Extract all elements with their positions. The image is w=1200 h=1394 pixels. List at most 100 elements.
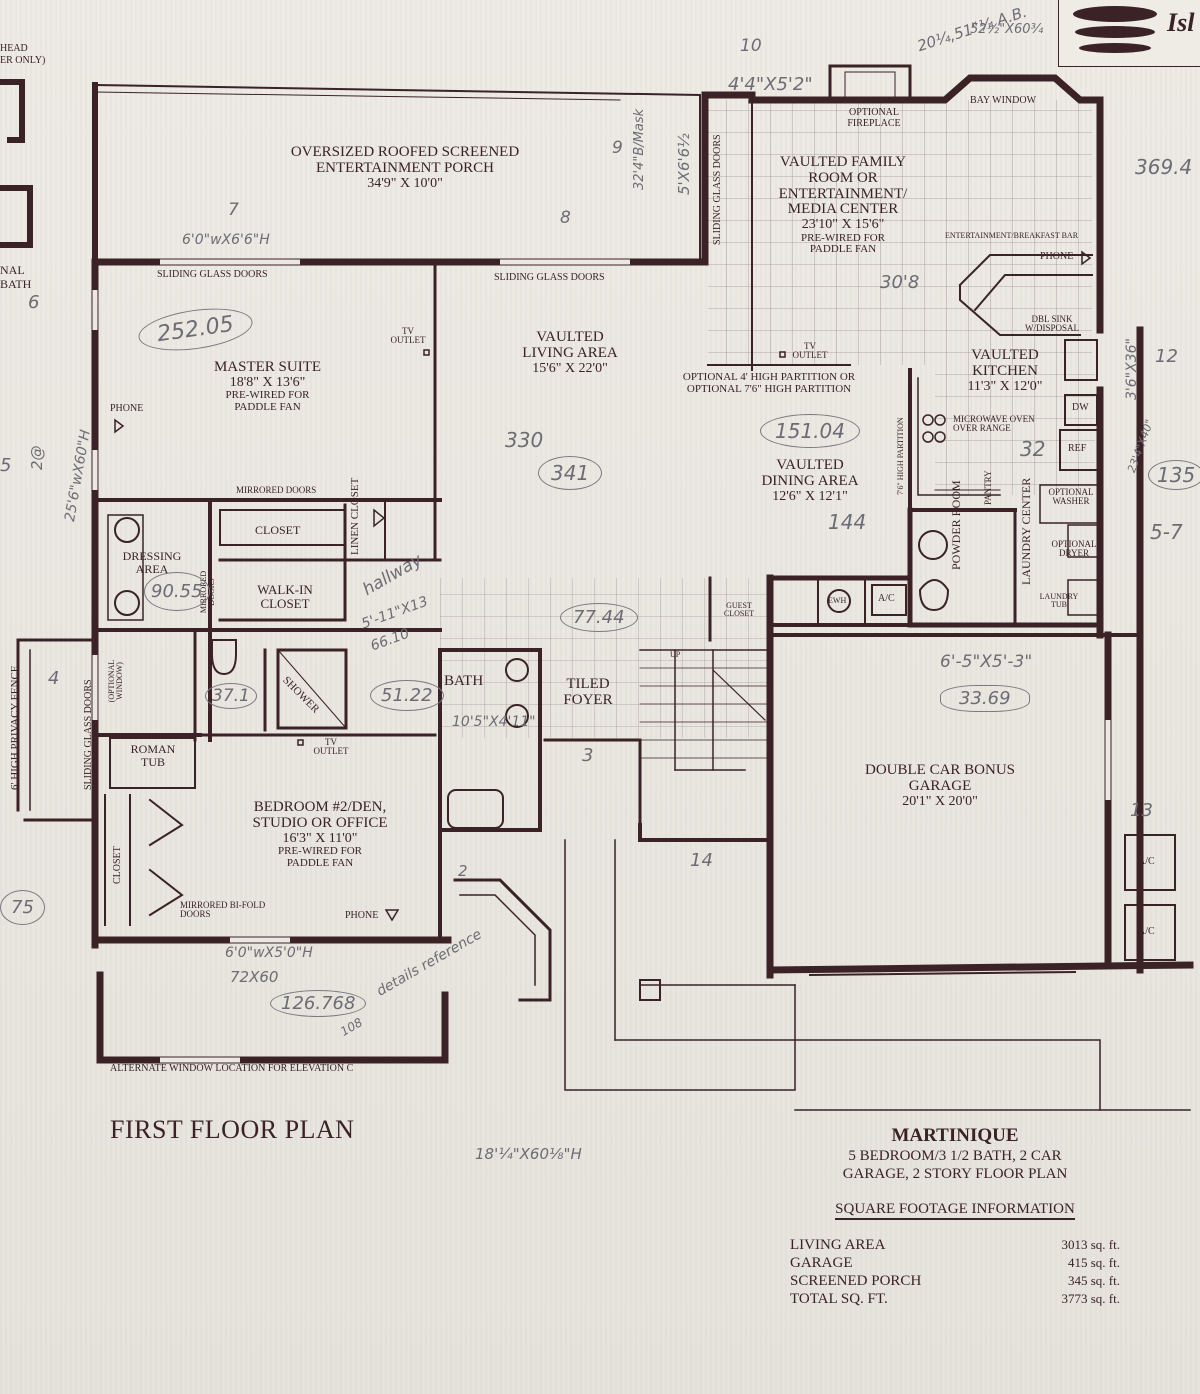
bedroom2-dim: 16'3" X 11'0": [282, 830, 358, 846]
tv-outlet-master: TV OUTLET: [390, 326, 426, 346]
room-family: VAULTED FAMILY ROOM OR ENTERTAINMENT/ ME…: [758, 154, 928, 256]
hand-kitchen-n: 32: [1020, 437, 1046, 461]
sliding-doors-master: SLIDING GLASS DOORS: [157, 269, 268, 280]
family-note: PRE-WIRED FOR PADDLE FAN: [800, 231, 886, 256]
hand-8: 8: [560, 208, 571, 228]
kitchen-dim: 11'3" X 12'0": [967, 378, 1043, 394]
hand-garage-area: 33.69: [940, 685, 1030, 712]
hand-bottom-dim: 18'¼"X60⅛"H: [475, 1145, 582, 1163]
living-dim: 15'6" X 22'0": [532, 360, 608, 376]
hand-family-top-num: 10: [740, 36, 762, 56]
family-room-tile: [752, 100, 1092, 365]
table-row: SCREENED PORCH 345 sq. ft.: [790, 1272, 1120, 1290]
hand-right-57: 5-7: [1150, 520, 1183, 544]
optional-fireplace: OPTIONAL FIREPLACE: [847, 107, 901, 129]
hand-living-1: 330: [505, 428, 544, 452]
room-pantry: PANTRY: [983, 470, 993, 505]
dishwasher: DW: [1072, 402, 1089, 413]
hand-dining-area: 151.04: [760, 414, 860, 448]
optional-window: (OPTIONAL WINDOW): [107, 659, 125, 703]
sq-label: SCREENED PORCH: [790, 1273, 922, 1289]
room-bedroom2: BEDROOM #2/DEN, STUDIO OR OFFICE 16'3" X…: [225, 799, 415, 869]
hand-family-top: 4'4"X5'2": [728, 74, 813, 95]
edge-text-only: ER ONLY): [0, 55, 46, 66]
palm-logo-icon: [1073, 6, 1157, 53]
mirrored-bifold: MIRRORED BI-FOLD DOORS: [180, 900, 266, 920]
room-dining: VAULTED DINING AREA 12'6" X 12'1": [750, 457, 870, 504]
porch-v-tile: [708, 100, 752, 365]
family-dim: 23'10" X 15'6": [801, 217, 885, 232]
hand-4: 4: [48, 668, 60, 689]
model-desc-2: GARAGE, 2 STORY FLOOR PLAN: [842, 1166, 1068, 1182]
porch-dim: 34'9" X 10'0": [367, 175, 443, 191]
porch-name: OVERSIZED ROOFED SCREENED ENTERTAINMENT …: [290, 144, 520, 176]
hand-13: 13: [1130, 800, 1153, 821]
ac-garage-1: A/C: [1138, 856, 1155, 867]
hand-left-75: 75: [0, 890, 45, 925]
hand-family-right: 369.4: [1135, 155, 1193, 179]
info-block: MARTINIQUE 5 BEDROOM/3 1/2 BATH, 2 CAR G…: [790, 1125, 1120, 1308]
room-laundry: LAUNDRY CENTER: [1019, 477, 1033, 585]
hand-kitchen-12: 12: [1155, 346, 1178, 367]
ac-garage-2: A/C: [1138, 926, 1155, 937]
family-name: VAULTED FAMILY ROOM OR ENTERTAINMENT/ ME…: [778, 154, 908, 218]
sq-label: GARAGE: [790, 1255, 853, 1271]
edge-text-bath: BATH: [0, 277, 32, 291]
hand-top-right-2: 52½"X60¾: [970, 22, 1044, 37]
master-note: PRE-WIRED FOR PADDLE FAN: [225, 389, 310, 413]
high-partition: 7'6" HIGH PARTITION: [896, 417, 905, 495]
room-walkin: WALK-IN CLOSET: [257, 582, 313, 611]
room-roman-tub: ROMAN TUB: [130, 742, 176, 769]
hand-left-5: 5: [0, 455, 12, 476]
hand-living-2: 341: [538, 456, 603, 490]
hand-porch-v2: 5'X6'6½: [675, 133, 693, 195]
room-linen: LINEN CLOSET: [349, 477, 361, 555]
dining-name: VAULTED DINING AREA: [761, 457, 859, 489]
refrigerator: REF: [1068, 443, 1087, 454]
sliding-doors-family: SLIDING GLASS DOORS: [712, 134, 723, 245]
hand-bed-n: 126.768: [270, 990, 367, 1017]
room-dressing: DRESSING AREA: [122, 549, 182, 576]
room-bath: BATH: [444, 673, 484, 689]
sq-value: 415 sq. ft.: [1068, 1255, 1120, 1271]
sliding-doors-living: SLIDING GLASS DOORS: [494, 272, 605, 283]
hand-right-135: 135: [1148, 460, 1200, 490]
bedroom2-note: PRE-WIRED FOR PADDLE FAN: [277, 845, 363, 869]
microwave: MICROWAVE OVEN OVER RANGE: [953, 414, 1035, 434]
bedroom2-name: BEDROOM #2/DEN, STUDIO OR OFFICE: [252, 799, 388, 831]
washer: OPTIONAL WASHER: [1048, 487, 1094, 507]
partition-note: OPTIONAL 4' HIGH PARTITION OR OPTIONAL 7…: [682, 371, 856, 395]
master-name: MASTER SUITE: [213, 359, 322, 375]
laundry-tub: LAUNDRY TUB: [1039, 592, 1079, 610]
hand-bed-dim2: 72X60: [230, 968, 279, 986]
model-name: MARTINIQUE: [891, 1125, 1019, 1146]
table-row: GARAGE 415 sq. ft.: [790, 1254, 1120, 1272]
room-closet: CLOSET: [255, 523, 301, 537]
mirrored-doors: MIRRORED DOORS: [236, 485, 317, 495]
sq-label: TOTAL SQ. FT.: [790, 1291, 888, 1307]
dining-dim: 12'6" X 12'1": [772, 488, 848, 504]
dbl-sink: DBL SINK W/DISPOSAL: [1024, 314, 1079, 334]
hand-porch-v: 32'4"B/Mask: [632, 108, 647, 190]
master-dim: 18'8" X 13'6": [229, 374, 306, 390]
sliding-doors-bath: SLIDING GLASS DOORS: [83, 679, 94, 790]
sq-footage-header: SQUARE FOOTAGE INFORMATION: [835, 1201, 1075, 1220]
table-row: TOTAL SQ. FT.3773 sq. ft.: [790, 1290, 1120, 1308]
sq-value: 3013 sq. ft.: [1061, 1237, 1121, 1253]
kitchen-name: VAULTED KITCHEN: [971, 347, 1039, 379]
room-powder: POWDER ROOM: [949, 480, 963, 570]
bay-window: BAY WINDOW: [970, 95, 1037, 106]
hand-master-door: 6'0"wX6'6"H: [182, 232, 270, 248]
brand-logo: Isl: [1058, 0, 1200, 67]
sq-value: 345 sq. ft.: [1068, 1273, 1120, 1289]
room-garage: DOUBLE CAR BONUS GARAGE 20'1" X 20'0": [865, 762, 1015, 809]
brand-word: Isl: [1167, 8, 1195, 37]
hand-9: 9: [612, 138, 623, 158]
ac-utility: A/C: [878, 593, 895, 604]
hand-bed-dim: 6'0"wX5'0"H: [225, 945, 313, 961]
hand-3: 3: [582, 745, 594, 766]
phone-bedroom: PHONE: [345, 910, 379, 921]
hand-bath-n: 51.22: [370, 680, 444, 711]
